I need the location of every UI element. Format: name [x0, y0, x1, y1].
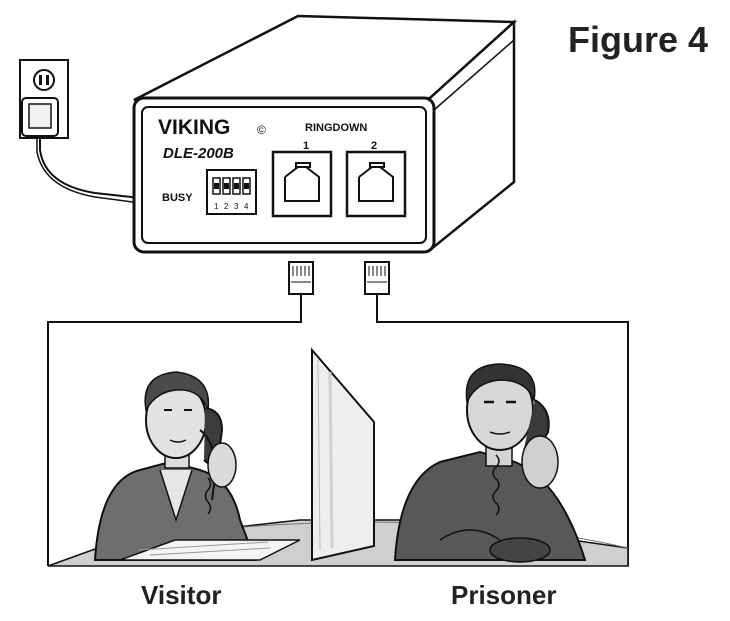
- figure-title: Figure 4: [568, 19, 708, 60]
- prisoner-figure: [393, 363, 587, 563]
- dip-number-4: 4: [244, 202, 249, 211]
- busy-label: BUSY: [162, 192, 193, 204]
- visiting-booth-scene: [47, 347, 629, 567]
- rj11-jack-icon: [345, 150, 407, 218]
- rj11-plug-icon: [364, 261, 390, 295]
- glass-partition: [311, 347, 375, 562]
- dip-number-2: 2: [224, 202, 229, 211]
- brand-mark: ©: [257, 123, 266, 137]
- rj11-jack-icon: [271, 150, 333, 218]
- cable-to-prisoner: [376, 294, 629, 566]
- brand-logo: VIKING: [158, 116, 230, 139]
- model-label: DLE-200B: [163, 145, 234, 162]
- port-1-label: 1: [303, 140, 309, 152]
- power-adapter-icon: [21, 97, 141, 204]
- visitor-label: Visitor: [141, 580, 221, 610]
- visitor-figure: [93, 371, 301, 561]
- ringdown-label: RINGDOWN: [305, 122, 367, 134]
- dip-number-1: 1: [214, 202, 219, 211]
- dip-switch-icon: [206, 169, 257, 215]
- port-2-label: 2: [371, 140, 377, 152]
- cable-to-visitor: [47, 294, 302, 566]
- prisoner-label: Prisoner: [451, 580, 557, 610]
- rj11-plug-icon: [288, 261, 314, 295]
- dip-number-3: 3: [234, 202, 239, 211]
